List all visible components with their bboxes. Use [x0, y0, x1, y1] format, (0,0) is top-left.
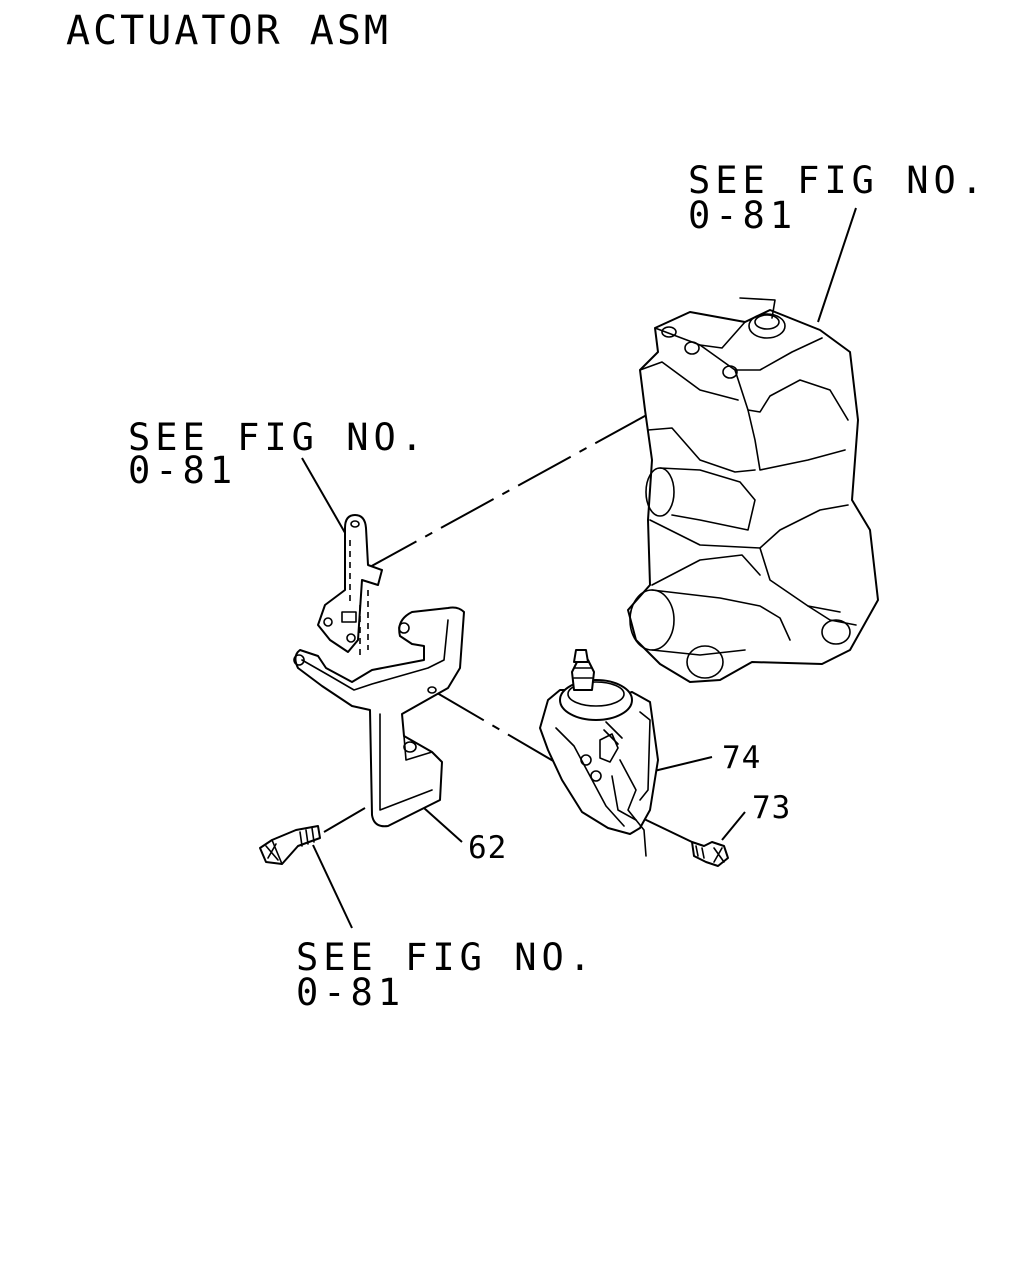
diagram-title: ACTUATOR ASM: [66, 8, 391, 54]
callout-housing[interactable]: SEE FIG NO. 0-81: [688, 159, 988, 237]
callout-bolt-lower-line1: SEE FIG NO.: [296, 936, 596, 979]
callout-housing-line2: 0-81: [688, 194, 797, 237]
leader-73: [721, 811, 746, 841]
callout-bolt-lower[interactable]: SEE FIG NO. 0-81: [296, 936, 596, 1014]
bolt-73[interactable]: [691, 841, 729, 867]
leader-bolt-lower: [312, 844, 353, 929]
upper-bracket-outline: [317, 514, 383, 653]
callout-housing-line1: SEE FIG NO.: [688, 159, 988, 202]
actuator-stem: [571, 659, 595, 691]
actuator-74[interactable]: [539, 649, 659, 857]
callout-bracket-upper[interactable]: SEE FIG NO. 0-81: [128, 416, 428, 492]
leader-62: [423, 807, 463, 843]
callout-bracket-upper-line1: SEE FIG NO.: [128, 416, 428, 459]
centerline-bracket-actuator: [431, 689, 556, 763]
lower-bolt[interactable]: [259, 825, 321, 865]
centerline-housing-bracket: [367, 371, 726, 569]
leader-bracket-upper: [301, 457, 349, 539]
leader-housing: [817, 207, 857, 323]
bolt-73-outline: [691, 841, 729, 867]
callout-bracket-upper-line2: 0-81: [128, 449, 237, 492]
pump-housing[interactable]: [627, 297, 879, 683]
leader-bolt-shank: [323, 807, 366, 833]
upper-bracket[interactable]: [317, 514, 383, 655]
actuator-bracket-62[interactable]: [293, 606, 465, 828]
part-number-62[interactable]: 62: [468, 830, 507, 866]
pump-housing-outline: [627, 309, 879, 683]
callout-bolt-lower-line2: 0-81: [296, 971, 405, 1014]
centerline-actuator-bolt: [641, 817, 693, 843]
part-number-73[interactable]: 73: [752, 790, 791, 826]
part-number-74[interactable]: 74: [722, 740, 761, 776]
lower-bolt-outline: [259, 825, 321, 865]
leader-74: [649, 756, 713, 773]
